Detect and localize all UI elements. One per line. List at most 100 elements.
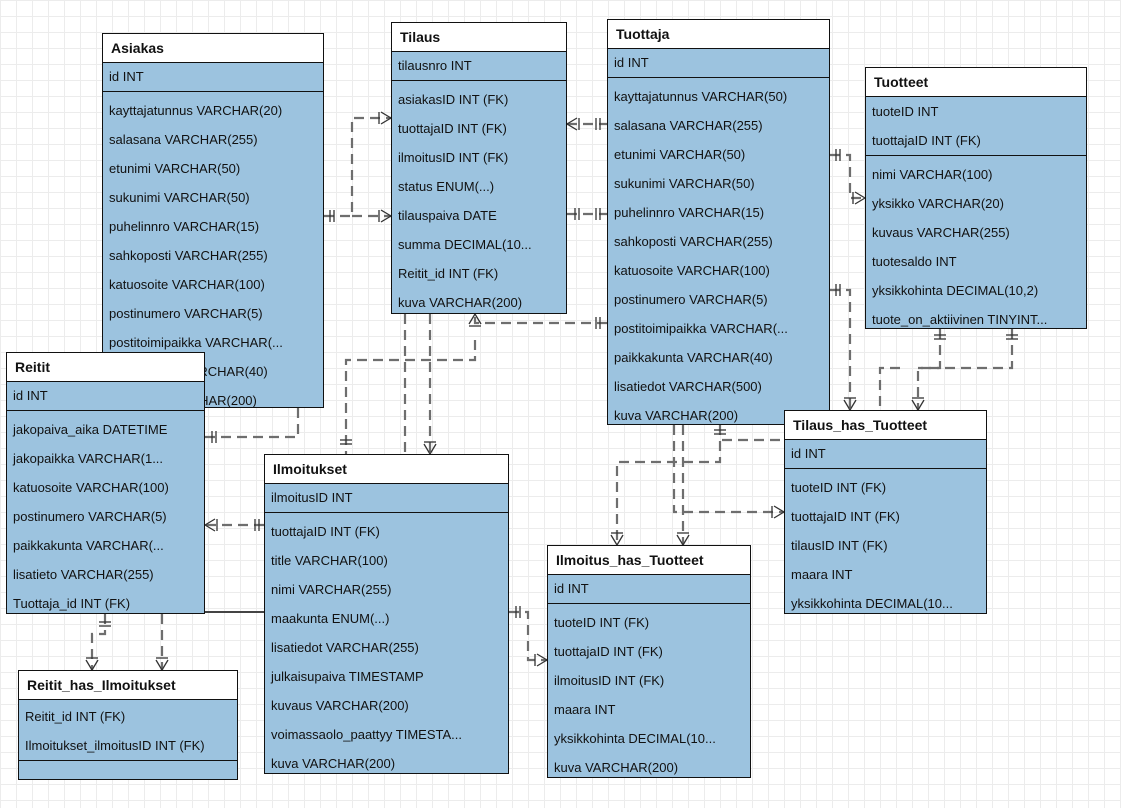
crows-foot-mark (536, 659, 548, 667)
entity-reitit[interactable]: Reitit id INT jakopaiva_aika DATETIME ja… (6, 352, 205, 614)
entity-field: tuottajaID INT (FK) (791, 509, 900, 524)
entity-field: tuottajaID INT (FK) (554, 644, 663, 659)
entity-field: voimassaolo_paattyy TIMESTA... (271, 727, 462, 742)
entity-title: Asiakas (103, 34, 323, 63)
entity-field: summa DECIMAL(10... (398, 237, 532, 252)
entity-title: Tuottaja (608, 20, 829, 49)
entity-tuotteet[interactable]: Tuotteet tuoteID INT tuottajaID INT (FK)… (865, 67, 1087, 329)
entity-field: lisatieto VARCHAR(255) (13, 567, 154, 582)
crows-foot-mark (773, 511, 785, 519)
crows-foot-mark (773, 505, 785, 513)
entity-field: sahkoposti VARCHAR(255) (614, 234, 773, 249)
crows-foot-mark (610, 534, 618, 546)
crows-foot-mark (566, 123, 578, 131)
entity-title: Ilmoitus_has_Tuotteet (548, 546, 750, 575)
crows-foot-mark (91, 659, 99, 671)
crows-foot-mark (380, 215, 392, 223)
entity-field: tuotesaldo INT (872, 254, 957, 269)
entity-field: postinumero VARCHAR(5) (13, 509, 167, 524)
entity-field: kuva VARCHAR(200) (554, 760, 679, 775)
crows-foot-mark (676, 534, 684, 546)
link-tuotteet-tilaushastuotteet-2 (918, 329, 1014, 370)
entity-field: kuvaus VARCHAR(255) (872, 225, 1010, 240)
link-tuotteet-ilmoitushastuotteet (615, 425, 722, 545)
entity-field: kuva VARCHAR(200) (271, 756, 396, 771)
entity-field: yksikkohinta DECIMAL(10... (554, 731, 716, 746)
entity-field: postinumero VARCHAR(5) (614, 292, 768, 307)
entity-title: Tuotteet (866, 68, 1086, 97)
entity-field: sukunimi VARCHAR(50) (614, 176, 755, 191)
primary-key-field: ilmoitusID INT (265, 484, 508, 513)
entity-field: title VARCHAR(100) (271, 553, 388, 568)
entity-tilaus-has-tuotteet[interactable]: Tilaus_has_Tuotteet id INT tuoteID INT (… (784, 410, 987, 614)
entity-field: kayttajatunnus VARCHAR(20) (109, 103, 283, 118)
link-tuottaja-tilaushastuotteet (830, 288, 852, 410)
entity-field: salasana VARCHAR(255) (614, 118, 763, 133)
entity-field: maakunta ENUM(...) (271, 611, 390, 626)
crows-foot-mark (854, 197, 866, 205)
entity-reitit-has-ilmoitukset[interactable]: Reitit_has_Ilmoitukset Reitit_id INT (FK… (18, 670, 238, 780)
crows-foot-mark (843, 399, 851, 411)
primary-key-field: id INT (785, 440, 986, 469)
entity-field: jakopaiva_aika DATETIME (13, 422, 168, 437)
crows-foot-mark (380, 209, 392, 217)
crows-foot-mark (911, 399, 919, 411)
entity-field: lisatiedot VARCHAR(500) (614, 379, 762, 394)
crows-foot-mark (917, 399, 925, 411)
entity-field: ilmoitusID INT (FK) (398, 150, 509, 165)
entity-field: nimi VARCHAR(100) (872, 167, 993, 182)
crows-foot-mark (85, 659, 93, 671)
entity-field: ilmoitusID INT (FK) (554, 673, 665, 688)
entity-field: sukunimi VARCHAR(50) (109, 190, 250, 205)
entity-field: Tuottaja_id INT (FK) (13, 596, 131, 611)
crows-foot-mark (161, 659, 169, 671)
entity-field: tilausID INT (FK) (791, 538, 888, 553)
crows-foot-mark (380, 117, 392, 125)
entity-title: Tilaus (392, 23, 566, 52)
entity-field: postinumero VARCHAR(5) (109, 306, 263, 321)
entity-field: yksikko VARCHAR(20) (872, 196, 1004, 211)
entity-field: kuva VARCHAR(200) (614, 408, 739, 423)
entity-field: jakopaikka VARCHAR(1... (13, 451, 164, 466)
entity-field: postitoimipaikka VARCHAR(... (109, 335, 283, 350)
entity-title: Reitit (7, 353, 204, 382)
entity-field: katuosoite VARCHAR(100) (13, 480, 169, 495)
primary-key-field: id INT (548, 575, 750, 604)
primary-key-field: tuottajaID INT (FK) (872, 133, 981, 148)
entity-field: paikkakunta VARCHAR(... (13, 538, 164, 553)
primary-key-field: id INT (608, 49, 829, 78)
entity-title: Ilmoitukset (265, 455, 508, 484)
crows-foot-mark (155, 659, 163, 671)
entity-field: yksikkohinta DECIMAL(10... (791, 596, 953, 611)
entity-ilmoitukset[interactable]: Ilmoitukset ilmoitusID INT tuottajaID IN… (264, 454, 509, 774)
crows-foot-mark (566, 117, 578, 125)
crows-foot-mark (616, 534, 624, 546)
entity-field: etunimi VARCHAR(50) (614, 147, 746, 162)
entity-field: tuoteID INT (FK) (554, 615, 650, 630)
entity-tuottaja[interactable]: Tuottaja id INT kayttajatunnus VARCHAR(5… (607, 19, 830, 425)
entity-field: kuva VARCHAR(200) (398, 295, 523, 310)
entity-field: katuosoite VARCHAR(100) (614, 263, 770, 278)
link-tuotteet-tilaushastuotteet (916, 329, 942, 410)
entity-field: status ENUM(...) (398, 179, 495, 194)
entity-field: nimi VARCHAR(255) (271, 582, 392, 597)
crows-foot-mark (380, 111, 392, 119)
primary-key-field: Ilmoitukset_ilmoitusID INT (FK) (25, 738, 205, 753)
primary-key-group: tuoteID INT tuottajaID INT (FK) (866, 97, 1086, 156)
entity-field: tuottajaID INT (FK) (271, 524, 380, 539)
crows-foot-mark (682, 534, 690, 546)
link-asiakas-tilaus (324, 116, 391, 218)
entity-field: maara INT (791, 567, 853, 582)
entity-field: kayttajatunnus VARCHAR(50) (614, 89, 788, 104)
entity-ilmoitus-has-tuotteet[interactable]: Ilmoitus_has_Tuotteet id INT tuoteID INT… (547, 545, 751, 778)
entity-tilaus[interactable]: Tilaus tilausnro INT asiakasID INT (FK) … (391, 22, 567, 314)
entity-field: tuottajaID INT (FK) (398, 121, 507, 136)
crows-foot-mark (849, 399, 857, 411)
entity-field: puhelinnro VARCHAR(15) (109, 219, 260, 234)
primary-key-field: Reitit_id INT (FK) (25, 709, 126, 724)
link-tilaus-reitit (344, 340, 477, 454)
entity-title: Reitit_has_Ilmoitukset (19, 671, 237, 700)
primary-key-field: id INT (103, 63, 323, 92)
entity-field: kuvaus VARCHAR(200) (271, 698, 409, 713)
